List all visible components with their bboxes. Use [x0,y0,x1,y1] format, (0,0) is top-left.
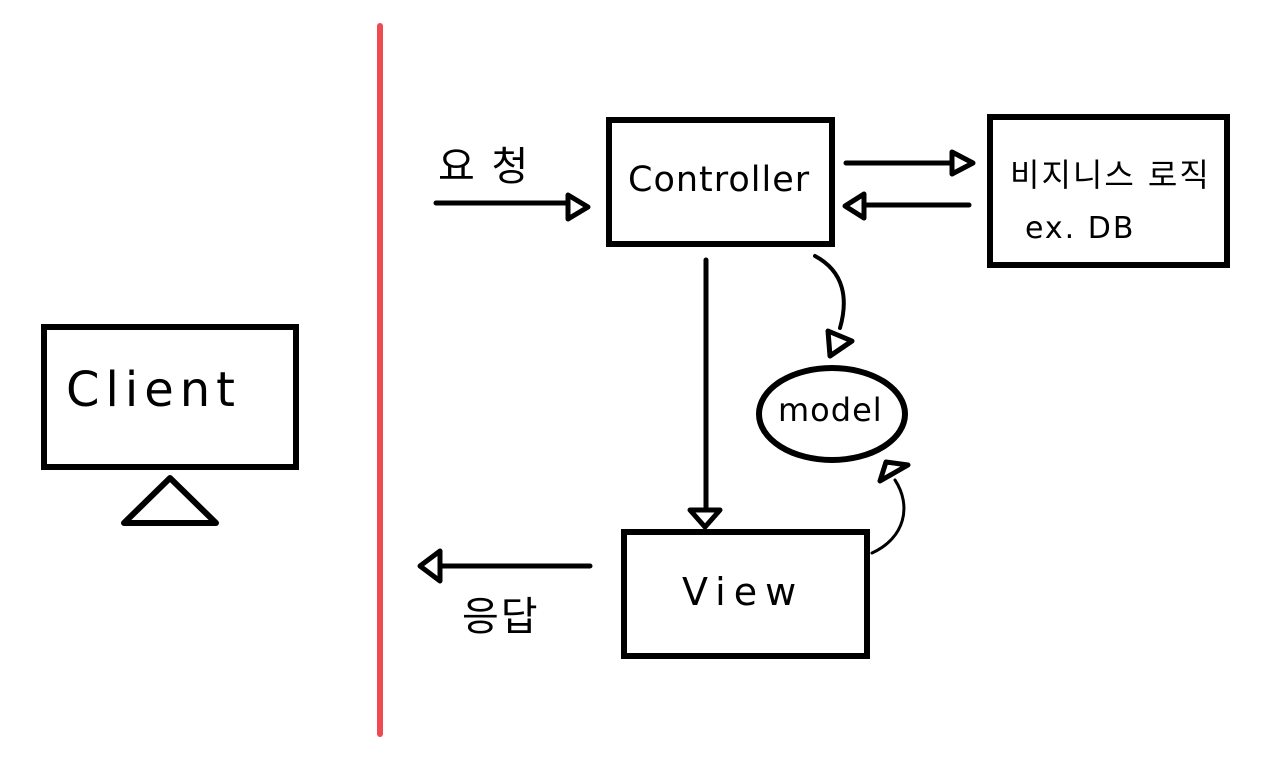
logic-to-controller-arrowhead [842,191,867,221]
business-logic-box [987,114,1230,268]
view-label: View [682,570,805,614]
client-box [41,324,299,470]
response-label: 응답 [462,594,540,640]
business-logic-example-label: ex. DB [1025,211,1136,246]
request-arrowhead [565,192,591,222]
response-arrowhead [417,548,443,584]
business-logic-label: 비지니스 로직 [1010,156,1211,194]
controller-label: Controller [628,160,811,200]
view-box [621,529,870,659]
client-label: Client [66,362,241,418]
controller-to-model-arrowhead [825,328,855,359]
view-to-model-arrow-line [870,478,906,555]
controller-to-view-arrowhead [687,507,723,530]
client-stand [121,475,219,526]
controller-box [606,117,835,247]
model-ellipse [756,365,908,463]
controller-to-logic-arrowhead [949,149,976,177]
controller-to-model-arrow-line [813,254,846,330]
model-label: model [778,391,883,429]
view-to-model-arrowhead [877,459,911,484]
request-label: 요 청 [438,144,531,190]
